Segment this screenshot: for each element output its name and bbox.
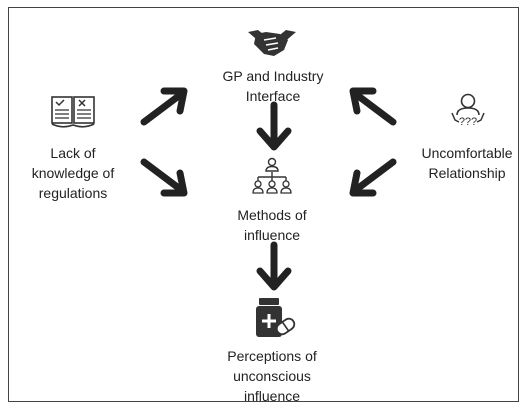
gp-industry-label: GP and Industry Interface <box>222 68 324 104</box>
uncomfortable-label: Uncomfortable Relationship <box>421 145 513 181</box>
arrow-knowledge-to-methods <box>140 158 188 197</box>
arrow-gp-to-methods <box>256 101 292 151</box>
hierarchy-people-icon <box>252 157 292 194</box>
perceptions-label: Perceptions of unconscious influence <box>227 348 317 404</box>
medicine-bottle-pills-icon <box>256 298 296 337</box>
arrow-methods-to-perceptions <box>256 241 292 291</box>
arrow-relationship-to-gp <box>349 87 397 126</box>
svg-text:???: ??? <box>459 116 477 128</box>
confused-person-icon: ??? <box>451 93 485 128</box>
arrow-knowledge-to-gp <box>140 87 188 126</box>
methods-label: Methods of influence <box>237 207 307 243</box>
handshake-icon <box>248 30 296 56</box>
checklist-book-icon <box>51 96 95 128</box>
lack-knowledge-label: Lack of knowledge of regulations <box>31 145 115 201</box>
arrow-relationship-to-methods <box>349 158 397 197</box>
